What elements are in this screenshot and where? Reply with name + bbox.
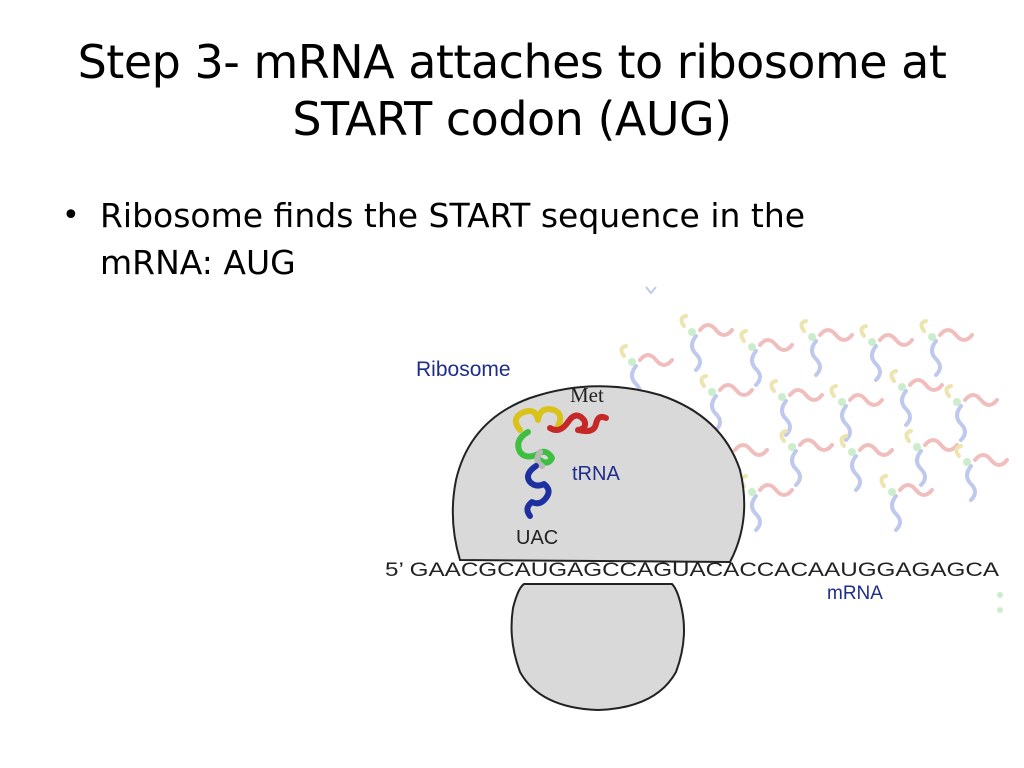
bullet-text-line-2: mRNA: AUG <box>100 243 296 282</box>
ribosome-label: Ribosome <box>416 358 511 381</box>
met-label: Met <box>570 383 604 407</box>
bullet-text-line-1: Ribosome finds the START sequence in the <box>100 196 806 235</box>
slide-title: Step 3- mRNA attaches to ribosome at STA… <box>40 34 984 148</box>
bullet-list: • Ribosome finds the START sequence in t… <box>62 192 962 286</box>
slide-title-line-1: Step 3- mRNA attaches to ribosome at <box>77 35 947 89</box>
anticodon-label: UAC <box>516 527 558 549</box>
mrna-label: mRNA <box>827 583 883 604</box>
background-trna-cloud <box>619 286 1009 613</box>
trna-label: tRNA <box>572 463 620 485</box>
mrna-sequence: 5’ GAACGCAUGAGCCAGUACACCACAAUGGAGAGCA <box>385 559 999 581</box>
bullet-dot-icon: • <box>62 198 80 233</box>
trna-molecule <box>512 406 609 519</box>
ribosome-small-subunit <box>510 583 685 712</box>
slide-title-line-2: START codon (AUG) <box>292 92 732 146</box>
bullet-item: • Ribosome finds the START sequence in t… <box>62 192 962 286</box>
